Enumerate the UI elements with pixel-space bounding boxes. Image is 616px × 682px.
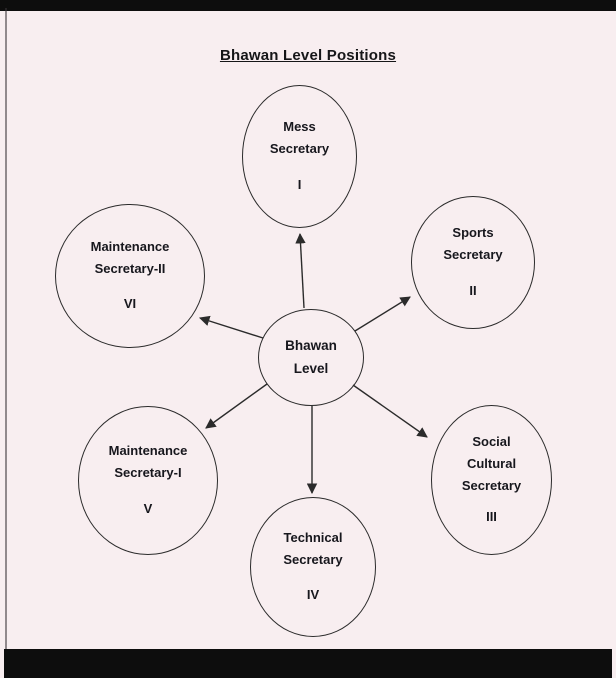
- node-label: Technical Secretary IV: [283, 529, 343, 604]
- node-line: Secretary: [461, 477, 522, 493]
- node-label: Bhawan Level: [285, 338, 337, 376]
- node-line: Mess: [283, 119, 316, 135]
- node-line: Bhawan: [285, 338, 337, 354]
- node-line: Secretary: [283, 551, 343, 567]
- scan-margin-bottom: [0, 678, 616, 682]
- scan-border-left: [5, 8, 7, 652]
- node-line: Cultural: [466, 455, 517, 471]
- node-line: Secretary: [269, 141, 330, 157]
- node-numeral: V: [143, 500, 153, 516]
- node-label: Maintenance Secretary-I V: [108, 443, 188, 517]
- node-line: Sports: [452, 225, 494, 241]
- node-numeral: VI: [123, 296, 137, 312]
- node-technical-secretary: Technical Secretary IV: [250, 497, 376, 637]
- node-sports-secretary: Sports Secretary II: [411, 196, 535, 329]
- node-line: Secretary-II: [94, 260, 166, 276]
- node-line: Social: [472, 433, 511, 449]
- node-label: Mess Secretary I: [269, 119, 330, 193]
- node-label: Sports Secretary II: [443, 225, 503, 299]
- scan-border-bottom: [4, 649, 612, 678]
- node-numeral: III: [486, 509, 497, 525]
- node-bhawan-level: Bhawan Level: [258, 309, 364, 406]
- node-line: Secretary-I: [114, 465, 182, 481]
- node-maintenance-secretary-1: Maintenance Secretary-I V: [78, 406, 218, 555]
- scan-border-top: [0, 0, 616, 11]
- node-numeral: IV: [306, 587, 320, 603]
- node-line: Secretary: [443, 247, 503, 263]
- node-line: Maintenance: [108, 443, 188, 459]
- node-maintenance-secretary-2: Maintenance Secretary-II VI: [55, 204, 205, 348]
- diagram-title: Bhawan Level Positions: [219, 47, 397, 64]
- node-mess-secretary: Mess Secretary I: [242, 85, 357, 228]
- node-line: Technical: [283, 529, 343, 545]
- node-numeral: I: [297, 176, 302, 192]
- node-social-cultural-secretary: Social Cultural Secretary III: [431, 405, 552, 555]
- node-label: Social Cultural Secretary III: [461, 433, 522, 526]
- node-label: Maintenance Secretary-II VI: [90, 238, 170, 313]
- node-line: Level: [293, 361, 329, 376]
- node-line: Maintenance: [90, 238, 170, 254]
- node-numeral: II: [469, 282, 477, 298]
